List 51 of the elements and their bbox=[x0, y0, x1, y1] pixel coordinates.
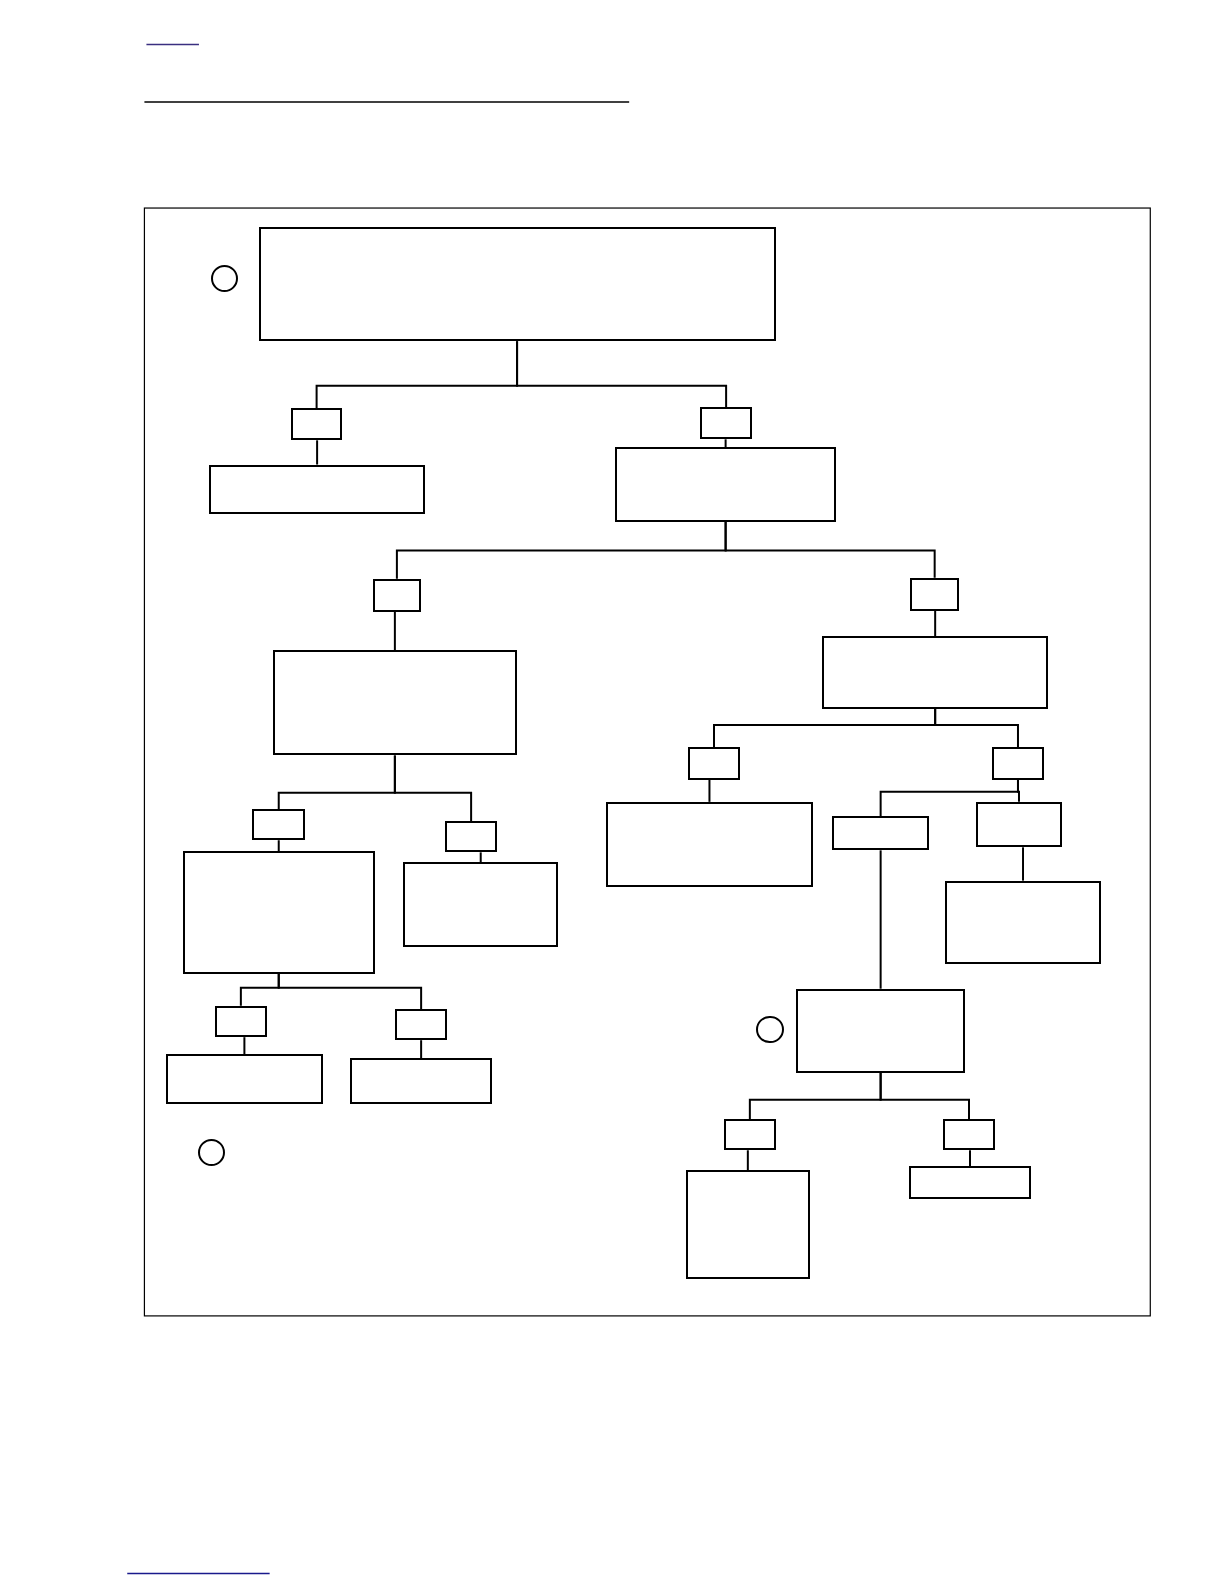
empty-box bbox=[795, 988, 966, 1073]
connector-line bbox=[724, 438, 727, 449]
connector-line bbox=[969, 1149, 971, 1168]
connector-line bbox=[746, 1149, 749, 1172]
empty-box bbox=[372, 578, 422, 612]
empty-box bbox=[402, 862, 559, 948]
connector-line bbox=[516, 340, 728, 408]
empty-box bbox=[182, 851, 375, 974]
empty-box bbox=[445, 821, 497, 853]
empty-box bbox=[699, 407, 753, 440]
callout-circle bbox=[197, 1139, 226, 1167]
connector-line bbox=[1022, 846, 1025, 882]
connector-line bbox=[934, 610, 937, 638]
callout-circle bbox=[756, 1015, 784, 1044]
empty-box bbox=[272, 650, 518, 756]
connector-line bbox=[879, 1071, 970, 1120]
connector-line bbox=[277, 839, 280, 853]
empty-box bbox=[252, 808, 305, 841]
empty-box bbox=[975, 801, 1063, 848]
empty-box bbox=[908, 1166, 1032, 1199]
empty-box bbox=[685, 1170, 810, 1279]
connector-line bbox=[724, 521, 936, 579]
empty-box bbox=[350, 1058, 492, 1104]
empty-box bbox=[394, 1008, 448, 1041]
empty-box bbox=[605, 801, 813, 887]
empty-box bbox=[943, 1118, 995, 1151]
empty-box bbox=[822, 636, 1049, 709]
callout-circle bbox=[211, 264, 239, 292]
connector-line bbox=[393, 611, 396, 652]
connector-line bbox=[243, 1036, 246, 1056]
empty-box bbox=[165, 1054, 324, 1104]
connector-line bbox=[479, 851, 482, 864]
connector-line bbox=[708, 778, 711, 803]
connector-line bbox=[420, 1039, 423, 1060]
connector-line bbox=[277, 972, 423, 1010]
empty-box bbox=[945, 880, 1101, 965]
connector-line bbox=[934, 707, 1019, 749]
empty-box bbox=[290, 408, 343, 441]
empty-box bbox=[215, 1005, 267, 1038]
connector-line bbox=[1017, 778, 1020, 803]
empty-box bbox=[258, 227, 776, 342]
connector-line bbox=[879, 849, 882, 990]
connector-line bbox=[316, 439, 319, 466]
empty-box bbox=[724, 1118, 776, 1151]
empty-box bbox=[615, 447, 837, 523]
empty-box bbox=[687, 747, 741, 780]
empty-box bbox=[909, 577, 960, 611]
connector-line bbox=[393, 754, 473, 823]
empty-box bbox=[832, 816, 930, 851]
empty-box bbox=[209, 464, 426, 515]
empty-box bbox=[991, 747, 1045, 780]
